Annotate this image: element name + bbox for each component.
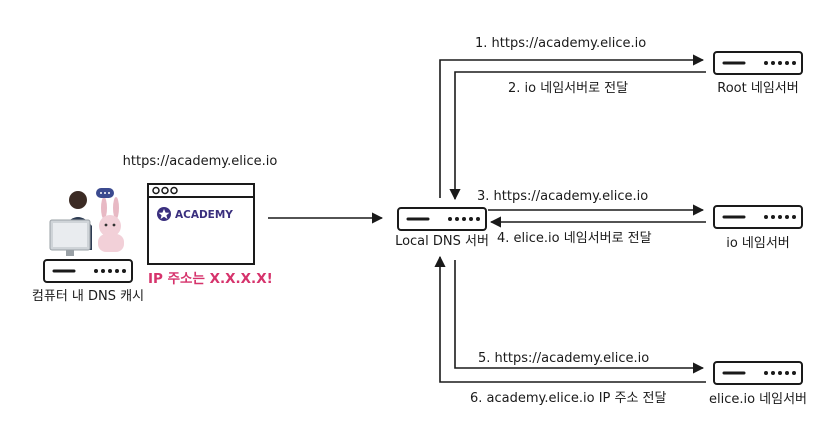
local-dns-server-icon (396, 206, 488, 232)
academy-brand-text: ACADEMY (175, 209, 233, 221)
elice-name-server-label: elice.io 네임서버 (709, 392, 807, 407)
elice-logo-icon (157, 207, 171, 221)
io-name-server-label: io 네임서버 (726, 236, 790, 251)
client-server-icon (42, 258, 134, 284)
window-control-dot-icon (152, 186, 160, 195)
local-dns-server-label: Local DNS 서버 (395, 234, 489, 249)
step5-label: 5. https://academy.elice.io (478, 351, 649, 366)
step6-arrow (434, 255, 706, 383)
person-at-computer-illustration (49, 188, 124, 256)
step5-arrow (454, 260, 705, 374)
root-name-server-label: Root 네임서버 (717, 81, 798, 96)
browser-url-label: https://academy.elice.io (123, 154, 278, 169)
client-dns-cache-label: 컴퓨터 내 DNS 캐시 (32, 289, 144, 304)
io-name-server-icon (712, 204, 804, 230)
step1-arrow (439, 54, 705, 198)
window-control-dot-icon (170, 186, 178, 195)
cache-ip-result: IP 주소는 X.X.X.X! (148, 271, 273, 287)
window-control-dot-icon (161, 186, 169, 195)
step2-label: 2. io 네임서버로 전달 (508, 81, 628, 96)
step1-label: 1. https://academy.elice.io (475, 36, 646, 51)
step3-label: 3. https://academy.elice.io (477, 189, 648, 204)
browser-window: ACADEMY (147, 183, 255, 265)
step4-label: 4. elice.io 네임서버로 전달 (497, 231, 652, 246)
step2-arrow (449, 71, 706, 201)
elice-name-server-icon (712, 360, 804, 386)
step6-label: 6. academy.elice.io IP 주소 전달 (470, 391, 667, 406)
root-name-server-icon (712, 50, 804, 76)
